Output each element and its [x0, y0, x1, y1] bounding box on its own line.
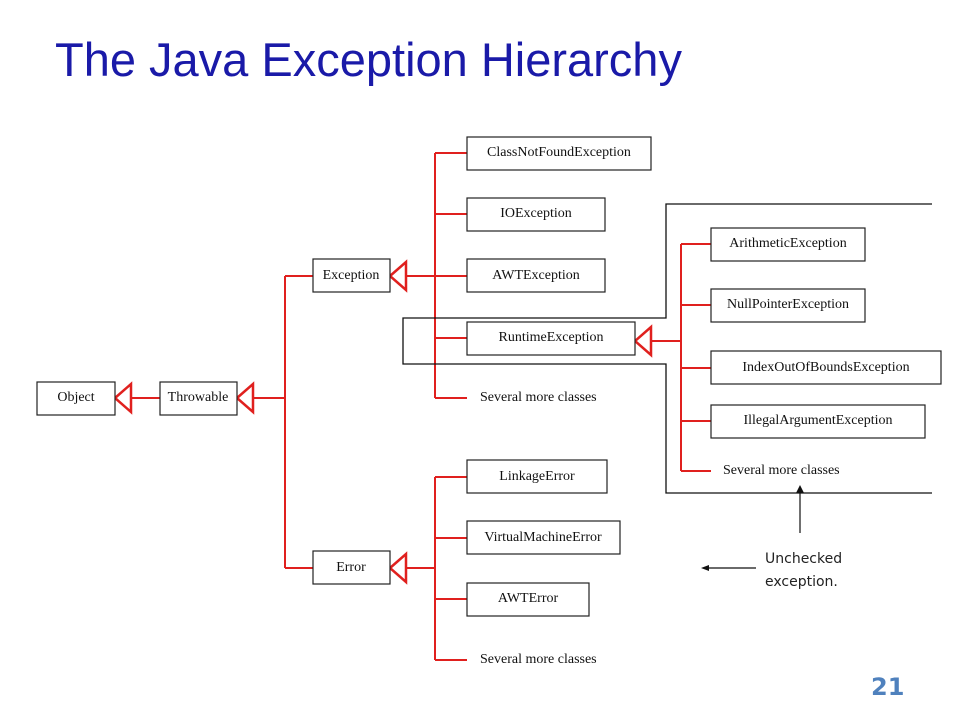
- awt-error-label: AWTError: [498, 591, 559, 606]
- class-not-found-label: ClassNotFoundException: [487, 145, 631, 160]
- error-more-label: Several more classes: [480, 652, 597, 667]
- error-box: [312, 550, 391, 585]
- class-not-found-box: [466, 136, 652, 171]
- io-exception-label: IOException: [500, 206, 572, 221]
- awt-exception-label: AWTException: [492, 268, 580, 283]
- runtime-exception-box: [466, 321, 636, 356]
- index-out-of-bounds-box: [710, 350, 942, 385]
- arrowhead-object: [113, 381, 133, 415]
- awt-exception-box: [466, 258, 606, 293]
- illegal-argument-box: [710, 404, 926, 439]
- inheritance-arrowheads: [113, 259, 653, 585]
- exception-label: Exception: [323, 268, 380, 283]
- throwable-label: Throwable: [168, 390, 229, 405]
- annotation-arrows: [701, 485, 804, 571]
- linkage-error-box: [466, 459, 608, 494]
- unchecked-exception-note: Unchecked exception.: [765, 548, 842, 594]
- awt-error-box: [466, 582, 590, 617]
- arrowhead-error: [388, 551, 408, 585]
- virtual-machine-error-label: VirtualMachineError: [484, 530, 602, 545]
- note-line-1: Unchecked: [765, 551, 843, 567]
- null-pointer-box: [710, 288, 866, 323]
- linkage-error-label: LinkageError: [499, 469, 575, 484]
- arrowhead-exception: [388, 259, 408, 293]
- illegal-argument-label: IllegalArgumentException: [743, 413, 892, 428]
- note-line-2: exception.: [765, 574, 838, 590]
- null-pointer-label: NullPointerException: [727, 297, 849, 312]
- arrowhead-runtime: [633, 324, 653, 358]
- arithmetic-label: ArithmeticException: [729, 236, 846, 251]
- runtime-more-label: Several more classes: [723, 463, 840, 478]
- virtual-machine-error-box: [466, 520, 621, 555]
- index-out-of-bounds-label: IndexOutOfBoundsException: [742, 360, 909, 375]
- exception-box: [312, 258, 391, 293]
- error-label: Error: [336, 560, 366, 575]
- runtime-exception-label: RuntimeException: [499, 330, 604, 345]
- arithmetic-box: [710, 227, 866, 262]
- up-arrowhead: [796, 485, 804, 493]
- slide-title: The Java Exception Hierarchy: [55, 33, 682, 86]
- left-arrowhead: [701, 565, 709, 571]
- page-number: 21: [871, 673, 905, 701]
- io-exception-box: [466, 197, 606, 232]
- exception-more-label: Several more classes: [480, 390, 597, 405]
- object-box: [36, 381, 116, 416]
- inheritance-lines: [131, 152, 711, 661]
- object-label: Object: [57, 390, 94, 405]
- unchecked-region-outline: [402, 203, 932, 494]
- arrowhead-throwable: [235, 381, 255, 415]
- throwable-box: [159, 381, 238, 416]
